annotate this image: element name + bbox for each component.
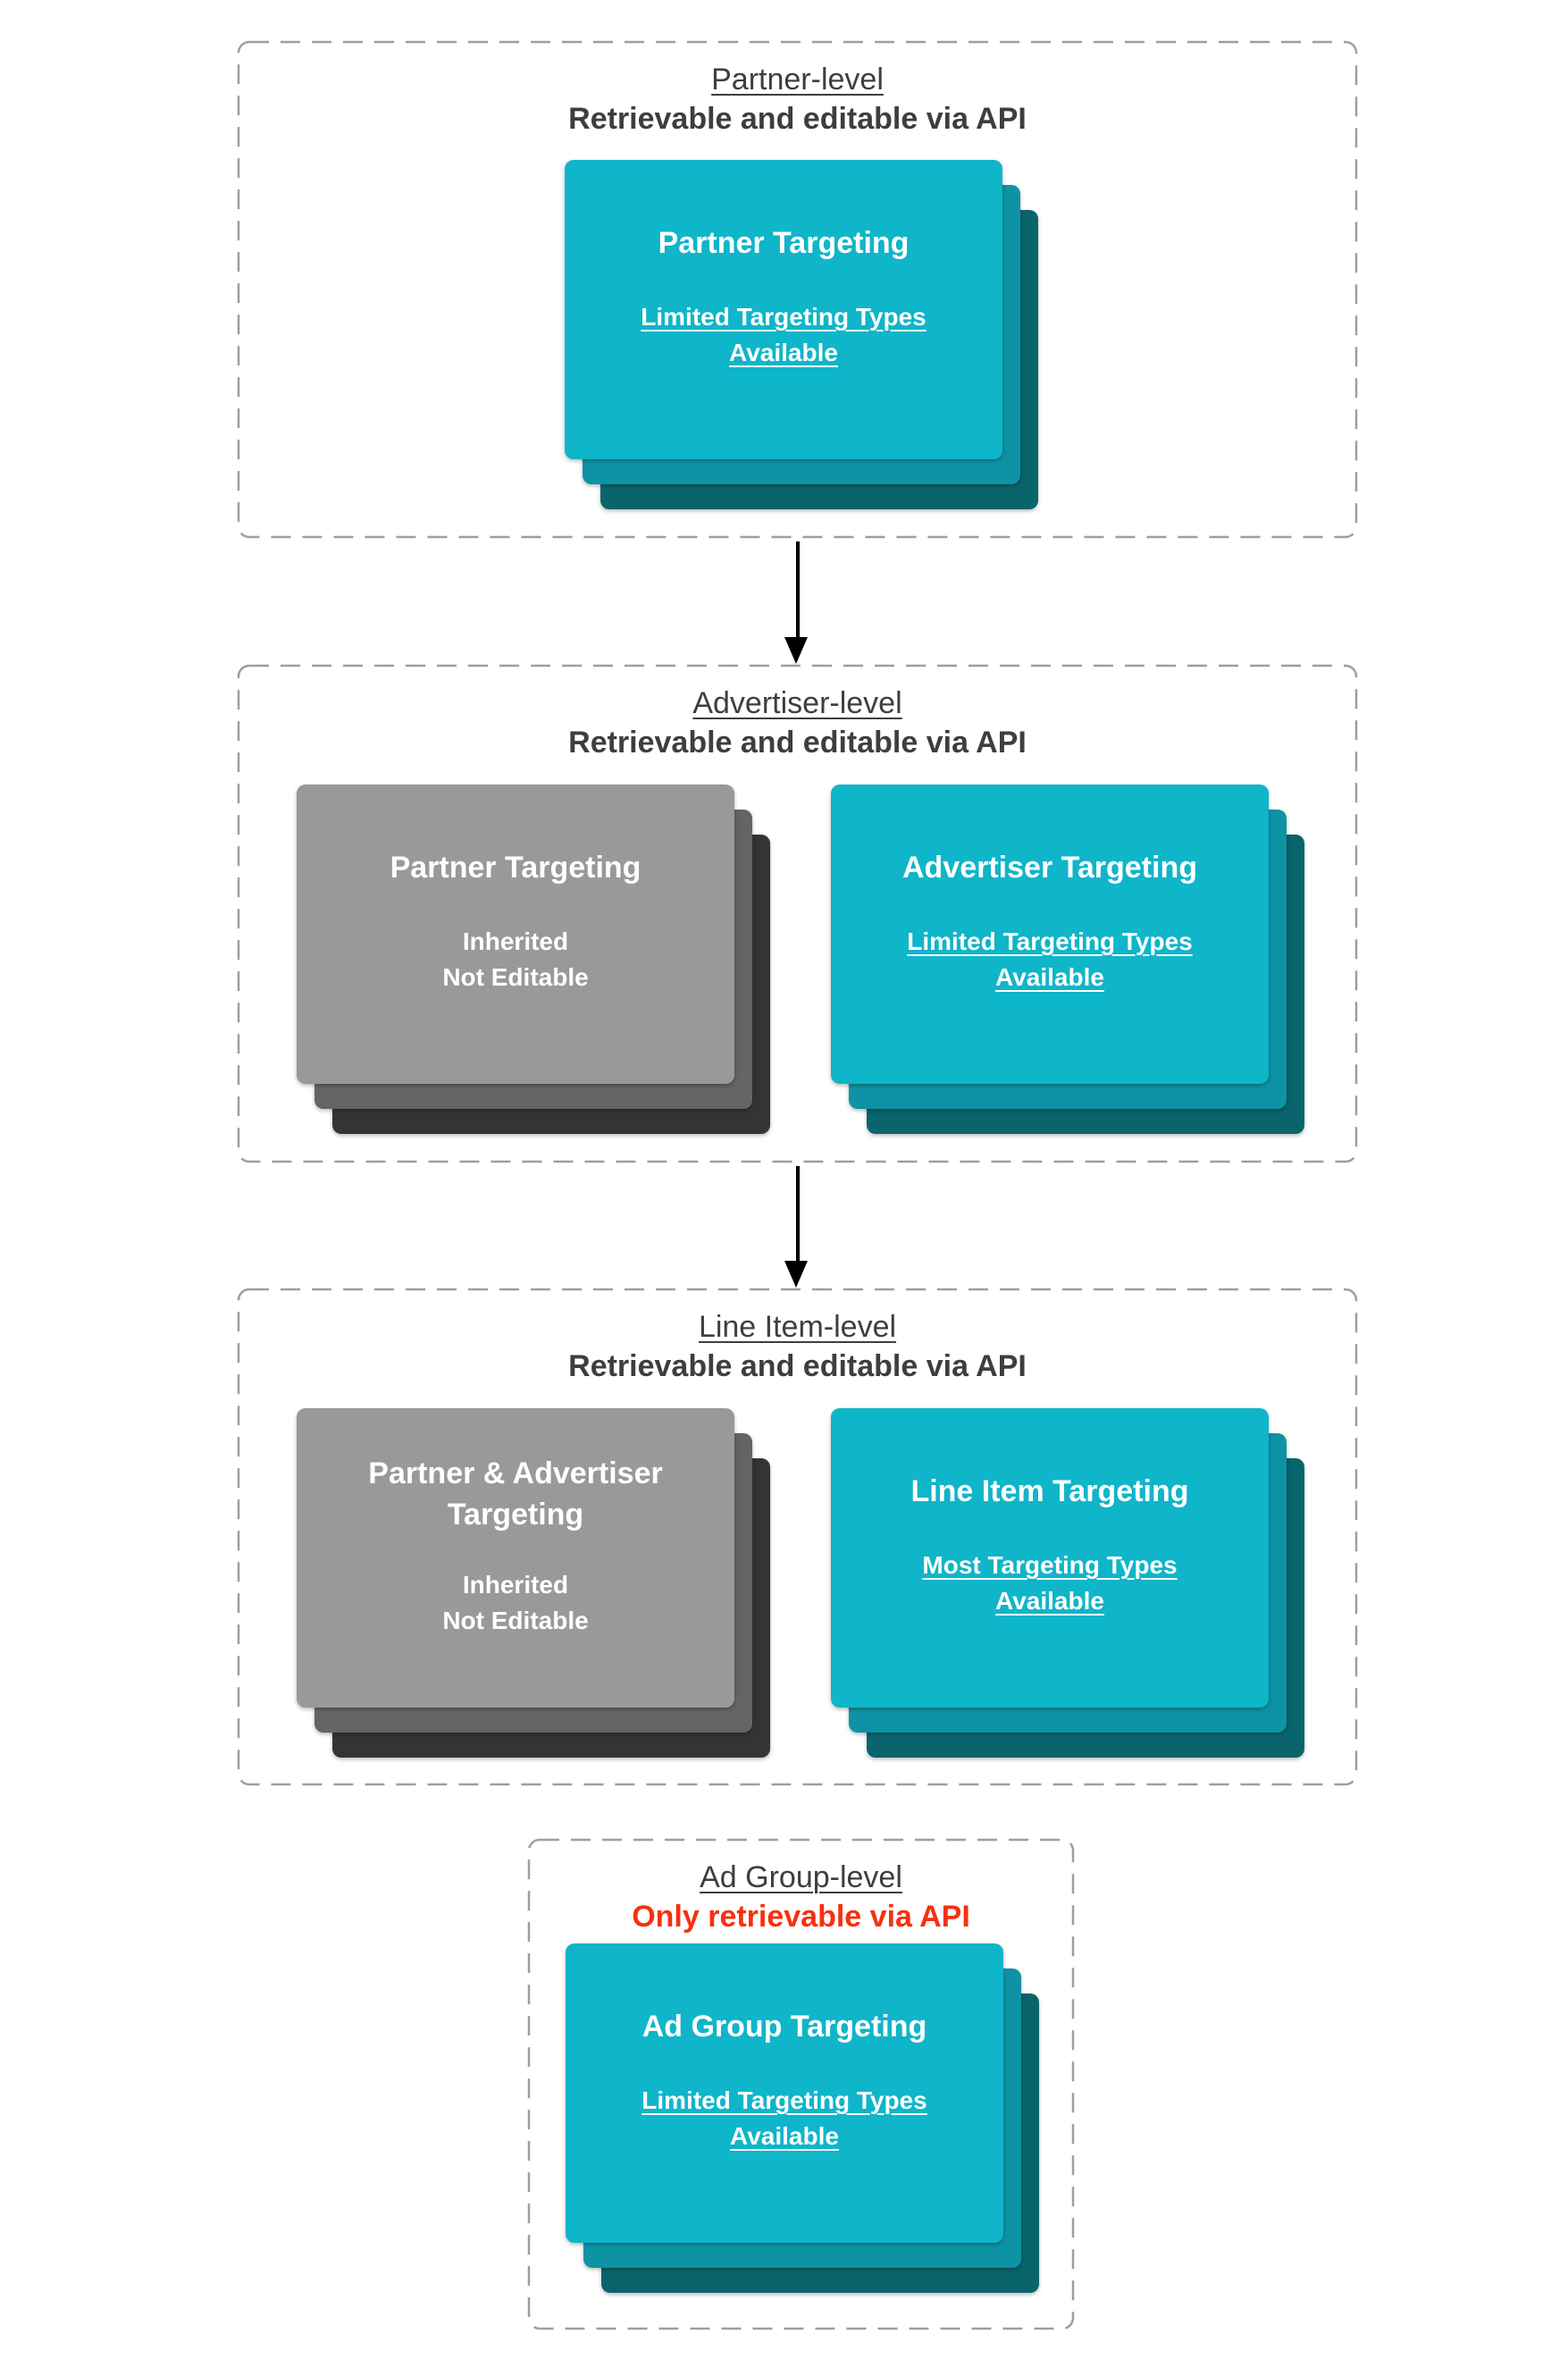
section-title-text: Ad Group-level [700,1860,902,1894]
card-subtitle: Most Targeting Types Available [922,1551,1178,1615]
line-item-level-section: Line Item-level Retrievable and editable… [237,1288,1358,1786]
down-arrow-line [796,541,800,637]
card-title: Partner & Advertiser Targeting [368,1456,663,1532]
section-header: Ad Group-level Only retrievable via API [527,1858,1075,1936]
card-subtitle: Limited Targeting Types Available [907,927,1193,991]
partner-level-section: Partner-level Retrievable and editable v… [237,40,1358,539]
section-title: Advertiser-level [237,684,1358,723]
section-header: Line Item-level Retrievable and editable… [237,1307,1358,1386]
section-title-text: Line Item-level [698,1310,897,1344]
section-title: Ad Group-level [527,1858,1075,1897]
card-title: Ad Group Targeting [641,2010,927,2044]
down-arrow-head [784,1261,808,1288]
card-stack-line-item-targeting: Line Item Targeting Most Targeting Types… [831,1408,1304,1758]
section-title-text: Partner-level [711,63,884,97]
card-subtitle: Limited Targeting Types Available [641,2086,927,2150]
section-title: Partner-level [237,60,1358,99]
card-title: Line Item Targeting [910,1474,1189,1508]
partner-targeting-inherited-card: Partner Targeting Inherited Not Editable [297,785,734,1084]
card-stack-inherited-partner-targeting: Partner Targeting Inherited Not Editable [297,785,770,1134]
section-subtitle: Retrievable and editable via API [568,102,1027,136]
section-subtitle: Only retrievable via API [632,1900,970,1934]
card-stack-ad-group-targeting: Ad Group Targeting Limited Targeting Typ… [566,1943,1039,2293]
section-subtitle: Retrievable and editable via API [568,1349,1027,1383]
card-subtitle: Inherited Not Editable [442,1571,589,1634]
card-title: Partner Targeting [390,851,641,885]
section-header: Advertiser-level Retrievable and editabl… [237,684,1358,762]
section-title-text: Advertiser-level [692,686,902,720]
line-item-targeting-card: Line Item Targeting Most Targeting Types… [831,1408,1269,1708]
card-stack-partner-targeting: Partner Targeting Limited Targeting Type… [565,160,1038,509]
advertiser-targeting-card: Advertiser Targeting Limited Targeting T… [831,785,1269,1084]
card-title: Partner Targeting [658,226,910,260]
partner-advertiser-targeting-inherited-card: Partner & Advertiser Targeting Inherited… [297,1408,734,1708]
card-stack-advertiser-targeting: Advertiser Targeting Limited Targeting T… [831,785,1304,1134]
ad-group-targeting-card: Ad Group Targeting Limited Targeting Typ… [566,1943,1003,2243]
down-arrow-line [796,1166,800,1261]
card-stack-inherited-partner-advertiser-targeting: Partner & Advertiser Targeting Inherited… [297,1408,770,1758]
card-subtitle: Limited Targeting Types Available [641,303,927,366]
ad-group-level-section: Ad Group-level Only retrievable via API … [527,1838,1075,2330]
card-title: Advertiser Targeting [901,851,1197,885]
partner-targeting-card: Partner Targeting Limited Targeting Type… [565,160,1002,459]
section-subtitle: Retrievable and editable via API [568,726,1027,760]
down-arrow-head [784,637,808,664]
section-title: Line Item-level [237,1307,1358,1347]
advertiser-level-section: Advertiser-level Retrievable and editabl… [237,664,1358,1163]
section-header: Partner-level Retrievable and editable v… [237,60,1358,138]
card-subtitle: Inherited Not Editable [442,927,589,991]
